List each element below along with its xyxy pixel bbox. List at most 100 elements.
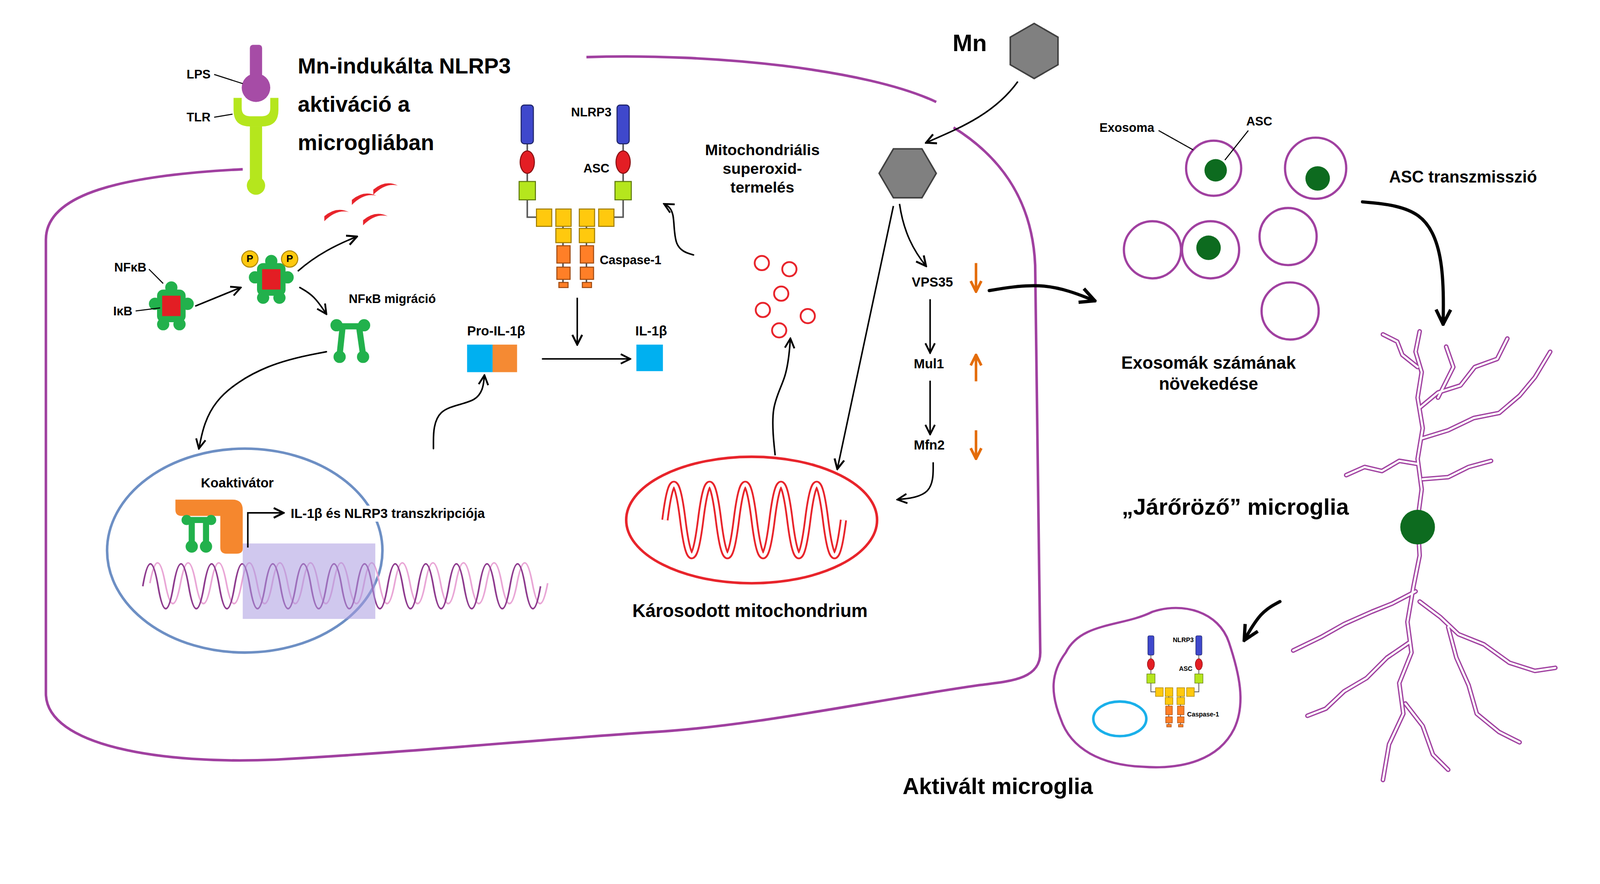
- node-label: Pro-IL-1β: [466, 323, 525, 340]
- pathway-connector: [1362, 201, 1444, 325]
- node-label: Exosoma: [1097, 120, 1156, 136]
- pathway-connector: [929, 299, 931, 353]
- tlr-receptor-part: [241, 73, 271, 103]
- superoxide-circles-part: [800, 309, 815, 324]
- callout-label: LPS: [186, 67, 211, 82]
- pathway-connector: [664, 204, 694, 256]
- exosome-part-part: [1204, 159, 1228, 182]
- level-arrow: [974, 262, 978, 459]
- node-label: IL-1β és NLRP3 transzkripciója: [288, 505, 487, 522]
- degraded-ikb-part: [362, 214, 388, 226]
- phosphorylated-complex: [241, 251, 298, 305]
- nfkb-complex-part: [181, 297, 195, 310]
- tlr-receptor-part: [249, 44, 263, 78]
- phosphorylated-complex-part: [265, 255, 278, 268]
- diagram-title: Mn-indukálta NLRP3 aktiváció a microgliá…: [297, 47, 512, 163]
- pathway-arrow-part: [576, 297, 578, 345]
- pathway-arrow-part: [899, 204, 927, 267]
- nfkb-complex-part: [162, 295, 181, 317]
- free-nfkb: NFκB migráció: [326, 288, 454, 368]
- pathway-connector: [299, 287, 327, 315]
- pathway-arrow-part: [247, 513, 284, 548]
- connectors: [195, 201, 1444, 641]
- nucleus: [107, 448, 548, 653]
- pathway-connector: [989, 285, 1095, 301]
- nucleus-part: [185, 540, 199, 553]
- node-label: NFκB: [114, 260, 147, 275]
- tlr-receptor-part: [249, 126, 263, 182]
- tlr-receptor: [214, 44, 279, 195]
- node-label: IL-1β: [635, 323, 667, 340]
- node-label: IκB: [113, 304, 133, 319]
- pathway-connector: [195, 287, 241, 306]
- cell-membrane-part: [586, 56, 937, 103]
- protein-label: Mfn2: [907, 434, 990, 464]
- nucleus-part: [175, 499, 243, 554]
- node-label: „Járőröző” microglia: [1122, 493, 1349, 521]
- manganese: Mn: [946, 22, 1065, 82]
- node-label: Caspase-1: [1187, 710, 1220, 719]
- mitochondrion: Károsodott mitochondrium: [622, 454, 898, 629]
- amoeboid-microglia-part: [1053, 608, 1241, 768]
- cytokine-box: Pro-IL-1β: [461, 320, 543, 376]
- interleukin-boxes-part: [636, 344, 663, 372]
- level-arrow-part: [974, 354, 978, 382]
- pathway-connector: [772, 338, 791, 456]
- ramified-microglia-part: [1293, 331, 1556, 781]
- exosome: [1123, 130, 1347, 340]
- exosome-part-part: [1123, 221, 1181, 279]
- nfkb-complex-part: [157, 318, 170, 331]
- level-arrow-part: [974, 262, 978, 292]
- degraded-ikb-part: [373, 183, 399, 195]
- node-label: ASC: [1244, 114, 1275, 129]
- exosome-part-part: [1261, 282, 1319, 340]
- exosome-part-part: [1196, 235, 1222, 261]
- pathway-connector: [897, 462, 934, 500]
- exosome-part: [1158, 130, 1249, 161]
- mitochondrion-part: [665, 484, 844, 556]
- pathway-connector: [929, 381, 931, 435]
- ramified-microglia: [1293, 331, 1556, 781]
- superoxide: Mitochondriális superoxid-termelés: [693, 137, 832, 339]
- node-label: Mul1: [913, 356, 945, 373]
- degraded-ikb-part: [351, 193, 377, 205]
- free-nfkb-part: [356, 351, 370, 364]
- patrolling-microglia: „Járőröző” microglia: [1280, 324, 1566, 789]
- phosphorylated-complex-part: [273, 291, 286, 305]
- nucleus-part: [242, 543, 376, 620]
- pathway-arrow-part: [926, 81, 1018, 143]
- superoxide-circles-part: [754, 256, 769, 271]
- node-label: Mn: [952, 28, 987, 58]
- node-label: Károsodott mitochondrium: [632, 599, 868, 622]
- free-nfkb-part: [330, 319, 343, 332]
- pathway-connector: [1244, 601, 1280, 641]
- node-label: NLRP3: [1172, 636, 1194, 645]
- node-label: Mfn2: [913, 437, 945, 454]
- pathway-connector: [542, 358, 631, 360]
- pathway-connector: [199, 351, 327, 449]
- superoxide-circles-part: [755, 303, 770, 318]
- tlr-receptor-part: [246, 176, 266, 195]
- node-label: P: [286, 252, 294, 265]
- mitochondrion-part: [626, 456, 878, 584]
- ramified-microglia-part: [1293, 331, 1556, 781]
- manganese-hexagon: [879, 23, 1059, 198]
- nucleus-part: [199, 540, 213, 553]
- superoxide-circles: [754, 256, 815, 338]
- exosome-part: [1123, 137, 1347, 340]
- pathway-connector: [433, 375, 485, 449]
- node-label: ASC: [583, 161, 610, 176]
- manganese-hexagon-part: [879, 148, 937, 198]
- free-nfkb-part: [339, 326, 363, 356]
- cell-membrane: [46, 56, 1041, 761]
- pathway-arrow-part: [297, 236, 357, 272]
- node-label: Koaktivátor: [200, 475, 274, 492]
- phosphorylated-complex-part: [257, 262, 286, 296]
- inflammasome: NLRP3ASCCaspase-1: [508, 99, 665, 286]
- node-label: Caspase-1: [599, 252, 662, 268]
- exosome-part-part: [1181, 221, 1239, 279]
- nfkb-complex: [135, 269, 194, 331]
- node-label: Aktivált microglia: [902, 772, 1093, 801]
- phosphorylated-complex-part: [241, 251, 258, 268]
